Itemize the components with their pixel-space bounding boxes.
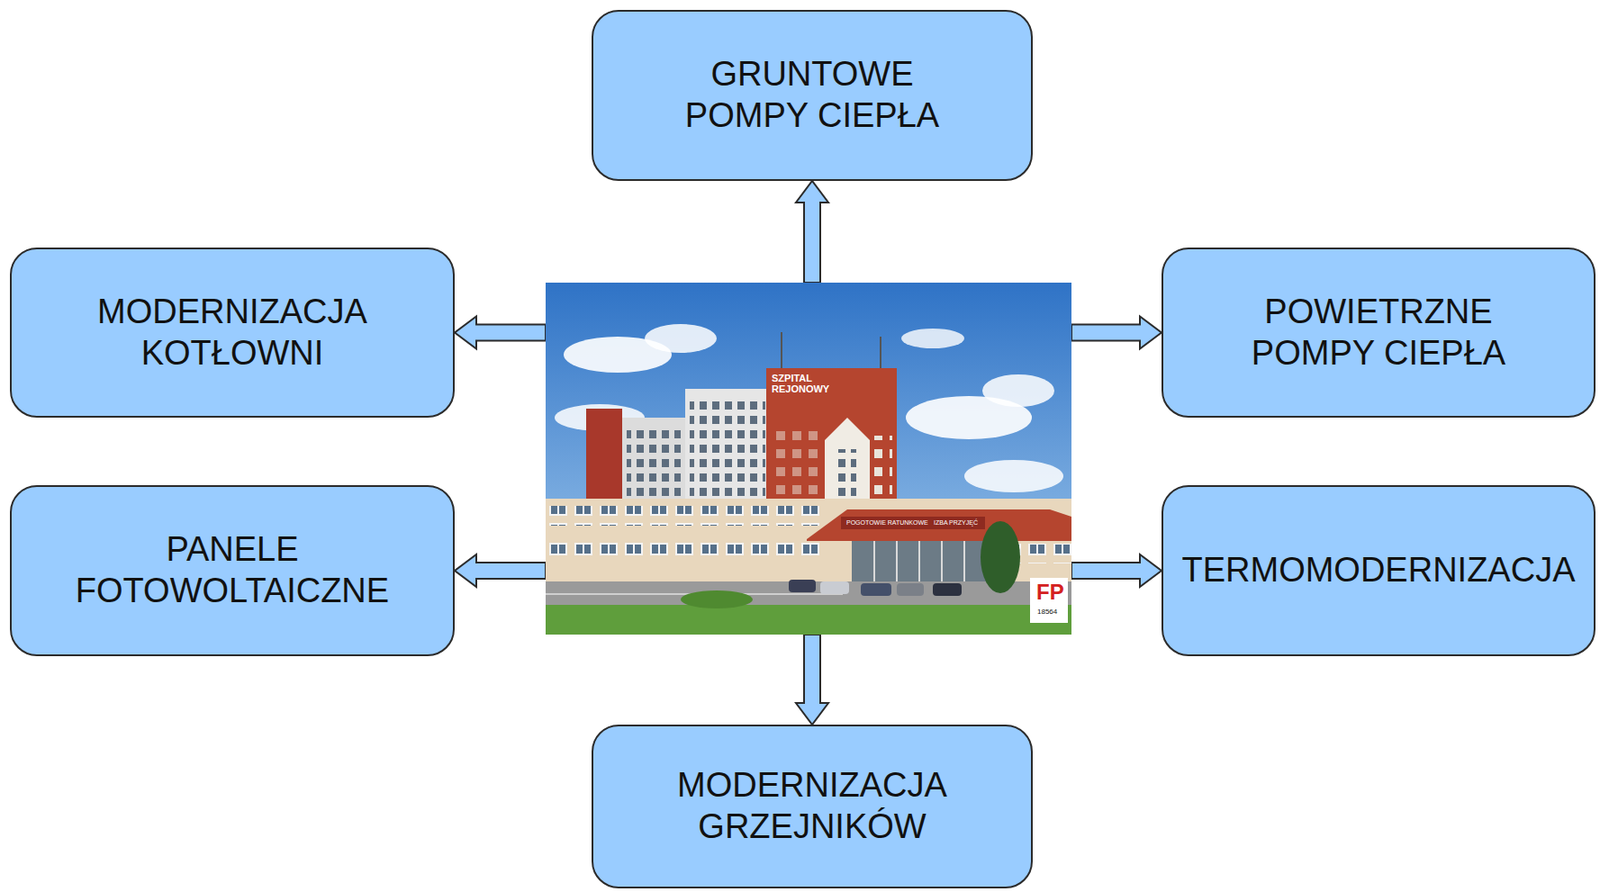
block-arrow <box>454 316 546 350</box>
measure-box: GRUNTOWE POMPY CIEPŁA <box>591 9 1033 181</box>
measure-box: PANELE FOTOWOLTAICZNE <box>9 485 455 657</box>
building-sign-text: IZBA PRZYJĘĆ <box>932 519 979 526</box>
measure-box: MODERNIZACJA GRZEJNIKÓW <box>591 724 1033 889</box>
block-arrow <box>454 554 546 588</box>
measure-box: TERMOMODERNIZACJA <box>1161 485 1596 657</box>
box-label: GRUNTOWE POMPY CIEPŁA <box>668 54 957 136</box>
block-arrow <box>1071 554 1162 588</box>
box-label: POWIETRZNE POMPY CIEPŁA <box>1225 291 1532 374</box>
hospital-photo-illustration <box>545 282 1072 635</box>
box-label: PANELE FOTOWOLTAICZNE <box>61 529 404 612</box>
block-arrow <box>1071 316 1162 350</box>
block-arrow <box>795 634 829 725</box>
building-sign-text: SZPITAL REJONOWY <box>770 373 829 395</box>
measure-box: POWIETRZNE POMPY CIEPŁA <box>1161 247 1596 418</box>
measure-box: MODERNIZACJA KOTŁOWNI <box>9 247 455 418</box>
block-arrow <box>795 180 829 283</box>
watermark-text: FP <box>1036 581 1065 604</box>
box-label: TERMOMODERNIZACJA <box>1182 550 1576 592</box>
building-sign-text: POGOTOWIE RATUNKOWE <box>845 519 930 526</box>
box-label: MODERNIZACJA KOTŁOWNI <box>79 291 386 374</box>
hospital-photo: SZPITAL REJONOWY POGOTOWIE RATUNKOWEIZBA … <box>545 282 1072 635</box>
watermark-text: 18564 <box>1037 608 1058 616</box>
box-label: MODERNIZACJA GRZEJNIKÓW <box>659 765 966 848</box>
